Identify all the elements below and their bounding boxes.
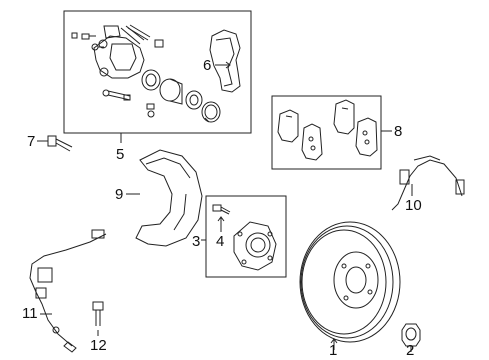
caliper-small-bolts	[71, 32, 104, 51]
hub-nut	[401, 323, 421, 347]
bolt-7	[47, 135, 73, 152]
pad-3	[333, 99, 355, 135]
bolt-12	[92, 301, 104, 326]
callout-6: 6	[203, 57, 211, 74]
caliper-seals-piston	[141, 69, 221, 123]
callout-8: 8	[394, 123, 402, 140]
brake-hose	[391, 155, 465, 211]
hub-group	[205, 195, 287, 278]
callout-10: 10	[405, 197, 422, 214]
hub-bolt	[212, 204, 231, 215]
brake-pads-group	[271, 95, 382, 170]
callout-9: 9	[115, 186, 123, 203]
hub-box	[205, 195, 287, 278]
pad-2	[301, 123, 323, 161]
pad-4	[355, 117, 378, 157]
callout-5: 5	[116, 146, 124, 163]
callout-3: 3	[192, 233, 200, 250]
brake-rotor	[299, 221, 401, 343]
caliper-slide-bolt	[127, 24, 164, 48]
callout-11: 11	[22, 305, 38, 322]
caliper-kit-group	[63, 10, 252, 134]
caliper-kit-box	[63, 10, 252, 134]
callout-1: 1	[329, 342, 337, 359]
callout-12: 12	[90, 337, 107, 354]
caliper-body	[93, 25, 145, 79]
abs-sensor-wire	[29, 229, 107, 353]
splash-shield	[135, 149, 203, 247]
callout-2: 2	[406, 342, 414, 359]
hub-bearing	[233, 221, 277, 271]
pad-1	[277, 109, 299, 143]
callout-7: 7	[27, 133, 35, 150]
callout-4: 4	[216, 233, 224, 250]
caliper-guide-pins	[102, 89, 155, 118]
brake-pads-box	[271, 95, 382, 170]
caliper-bracket	[209, 29, 241, 93]
